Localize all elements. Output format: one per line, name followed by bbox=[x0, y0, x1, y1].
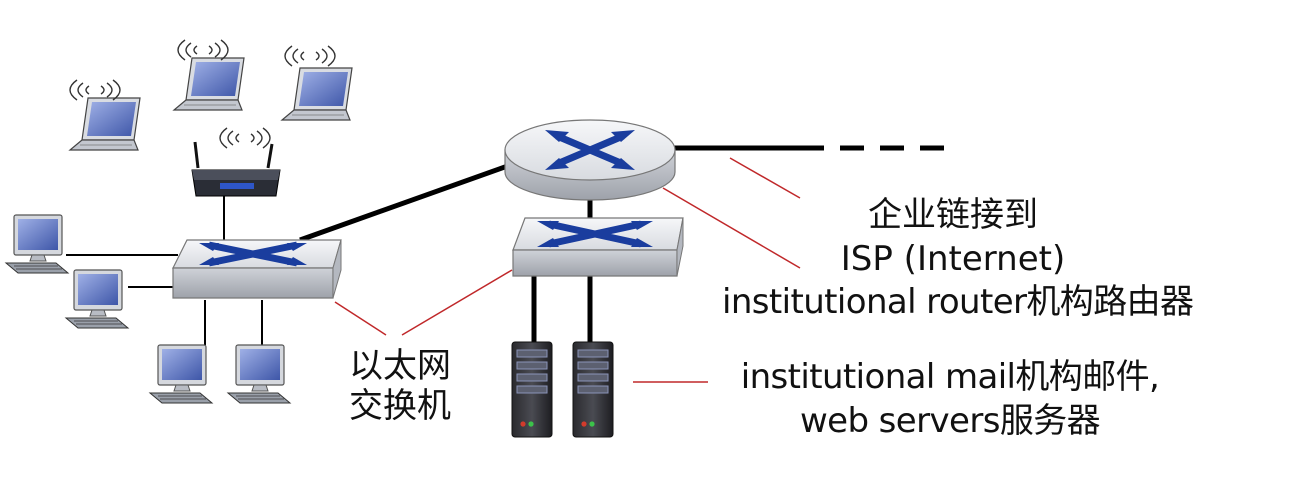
annot-isp bbox=[729, 157, 801, 199]
laptop-icon bbox=[281, 67, 353, 121]
annot-router bbox=[662, 187, 801, 269]
server-icon bbox=[572, 341, 614, 438]
isp-link-label: 企业链接到 ISP (Internet) bbox=[818, 193, 1088, 281]
router-icon bbox=[504, 119, 676, 201]
desktop-computer-icon bbox=[149, 344, 213, 404]
desktop-computer-icon bbox=[227, 344, 291, 404]
network-links bbox=[66, 145, 950, 345]
servers-label-line2: web servers服务器 bbox=[799, 401, 1101, 441]
institutional-router-label: institutional router机构路由器 bbox=[722, 282, 1194, 322]
servers-label: institutional mail机构邮件, web servers服务器 bbox=[700, 355, 1200, 443]
ethernet-switch-icon bbox=[512, 217, 684, 277]
server-icon bbox=[511, 341, 553, 438]
ethernet-switch-label-line1: 以太网 bbox=[349, 346, 451, 386]
wifi-waves-icon bbox=[177, 39, 229, 61]
annotation-lines bbox=[334, 157, 801, 383]
desktop-computer-icon bbox=[5, 214, 69, 274]
ethernet-switch-icon bbox=[172, 239, 342, 299]
laptop-icon bbox=[69, 97, 141, 151]
wifi-waves-icon bbox=[284, 45, 336, 67]
ethernet-switch-label-line2: 交换机 bbox=[349, 386, 451, 426]
annot-eth-left bbox=[334, 301, 387, 336]
wifi-waves-icon bbox=[69, 79, 121, 101]
servers-label-line1: institutional mail机构邮件, bbox=[740, 357, 1160, 397]
isp-link-label-line2: ISP (Internet) bbox=[840, 239, 1066, 279]
desktop-computer-icon bbox=[65, 269, 129, 329]
isp-link-label-line1: 企业链接到 bbox=[868, 195, 1038, 235]
wifi-waves-icon bbox=[219, 127, 271, 149]
laptop-icon bbox=[173, 57, 245, 111]
wireless-router-icon bbox=[191, 141, 281, 197]
annot-eth-right bbox=[401, 269, 513, 336]
ethernet-switch-label: 以太网 交换机 bbox=[330, 346, 470, 426]
uplink-switch-to-router bbox=[299, 155, 531, 243]
